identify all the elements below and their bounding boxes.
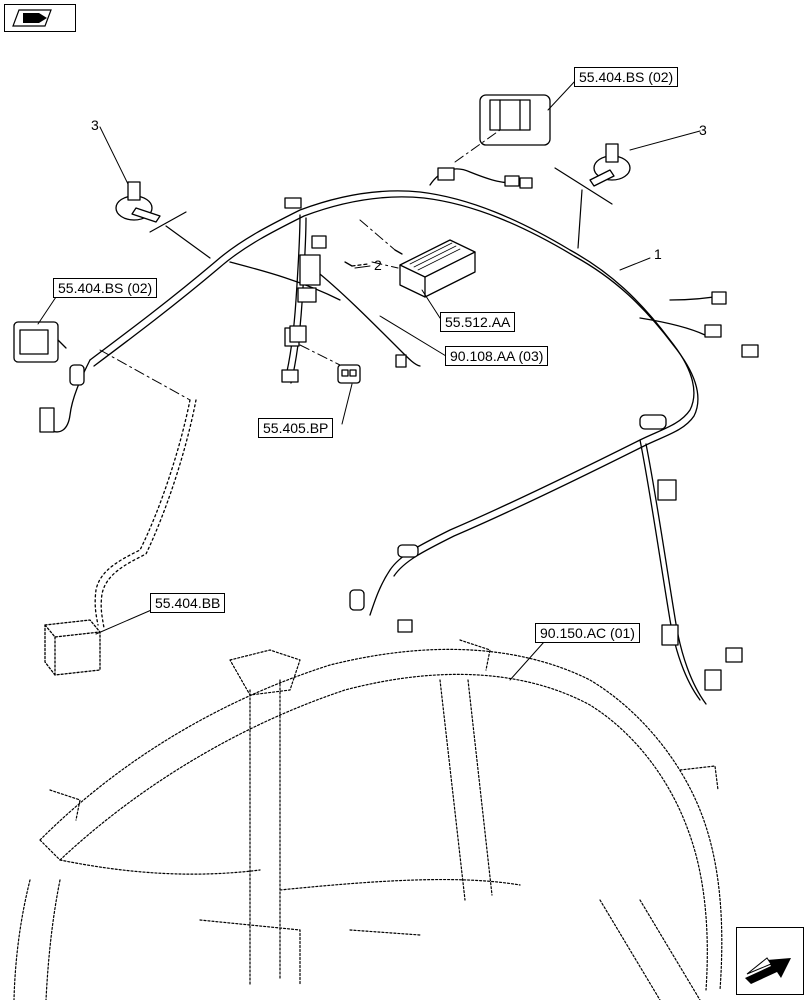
harness-connectors bbox=[39, 167, 759, 691]
callout-item-2: 2 bbox=[374, 257, 382, 273]
callout-item-1: 1 bbox=[654, 246, 662, 262]
ref-55-404-bs-left[interactable]: 55.404.BS (02) bbox=[53, 278, 158, 298]
ref-55-404-bs-top[interactable]: 55.404.BS (02) bbox=[574, 67, 679, 87]
dotted-antenna-cable bbox=[94, 399, 191, 626]
ref-55-512-aa[interactable]: 55.512.AA bbox=[440, 312, 516, 332]
ref-90-150-ac[interactable]: 90.150.AC (01) bbox=[535, 623, 640, 643]
relay-module-55-512-aa bbox=[344, 239, 476, 298]
main-wiring-harness bbox=[49, 168, 726, 705]
connector-55-405-bp bbox=[337, 364, 361, 384]
ref-90-108-aa[interactable]: 90.108.AA (03) bbox=[445, 346, 549, 366]
component-55-404-bb bbox=[44, 619, 101, 676]
callout-item-3-left: 3 bbox=[91, 117, 99, 133]
ref-55-404-bb[interactable]: 55.404.BB bbox=[150, 593, 226, 613]
cab-frame-90-150-ac bbox=[13, 639, 723, 1000]
work-lamp-top bbox=[479, 94, 551, 146]
work-lamp-left bbox=[13, 321, 67, 363]
ref-55-405-bp[interactable]: 55.405.BP bbox=[258, 418, 334, 438]
callout-item-3-right: 3 bbox=[699, 122, 707, 138]
cable-clip-right bbox=[589, 143, 631, 187]
cable-clip-left bbox=[115, 181, 161, 223]
next-page-arrow-icon[interactable] bbox=[736, 927, 804, 995]
book-navigation-icon[interactable] bbox=[4, 4, 76, 32]
